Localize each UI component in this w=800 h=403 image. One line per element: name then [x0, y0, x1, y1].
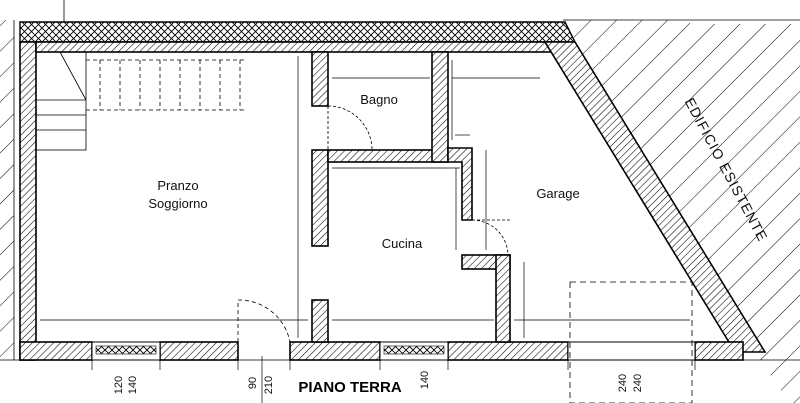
left-neighbour [0, 0, 65, 360]
doors [237, 105, 510, 343]
room-label-cucina: Cucina [382, 236, 423, 251]
interior-walls [311, 51, 511, 343]
outer-walls [19, 41, 767, 361]
room-label-garage: Garage [536, 186, 579, 201]
exterior-dimension-ticks [0, 356, 800, 403]
dimension-window2: 140 [419, 371, 431, 389]
plan-title: PIANO TERRA [298, 379, 402, 396]
room-label-bagno: Bagno [360, 92, 398, 107]
dimension-garage-b: 240 [632, 374, 644, 392]
top-beam [19, 21, 577, 43]
room-label-soggiorno: Soggiorno [148, 196, 207, 211]
dimension-window1-a: 120 [113, 376, 125, 394]
dimension-door-a: 90 [247, 377, 259, 389]
dimension-garage-a: 240 [617, 374, 629, 392]
garage-door-outline [569, 281, 693, 403]
existing-building [563, 18, 800, 403]
interior-dimension-lines [40, 56, 690, 338]
staircase [35, 51, 245, 151]
dimension-door-b: 210 [263, 376, 275, 394]
windows [91, 341, 696, 361]
dimension-window1-b: 140 [127, 376, 139, 394]
room-label-pranzo: Pranzo [157, 178, 198, 193]
